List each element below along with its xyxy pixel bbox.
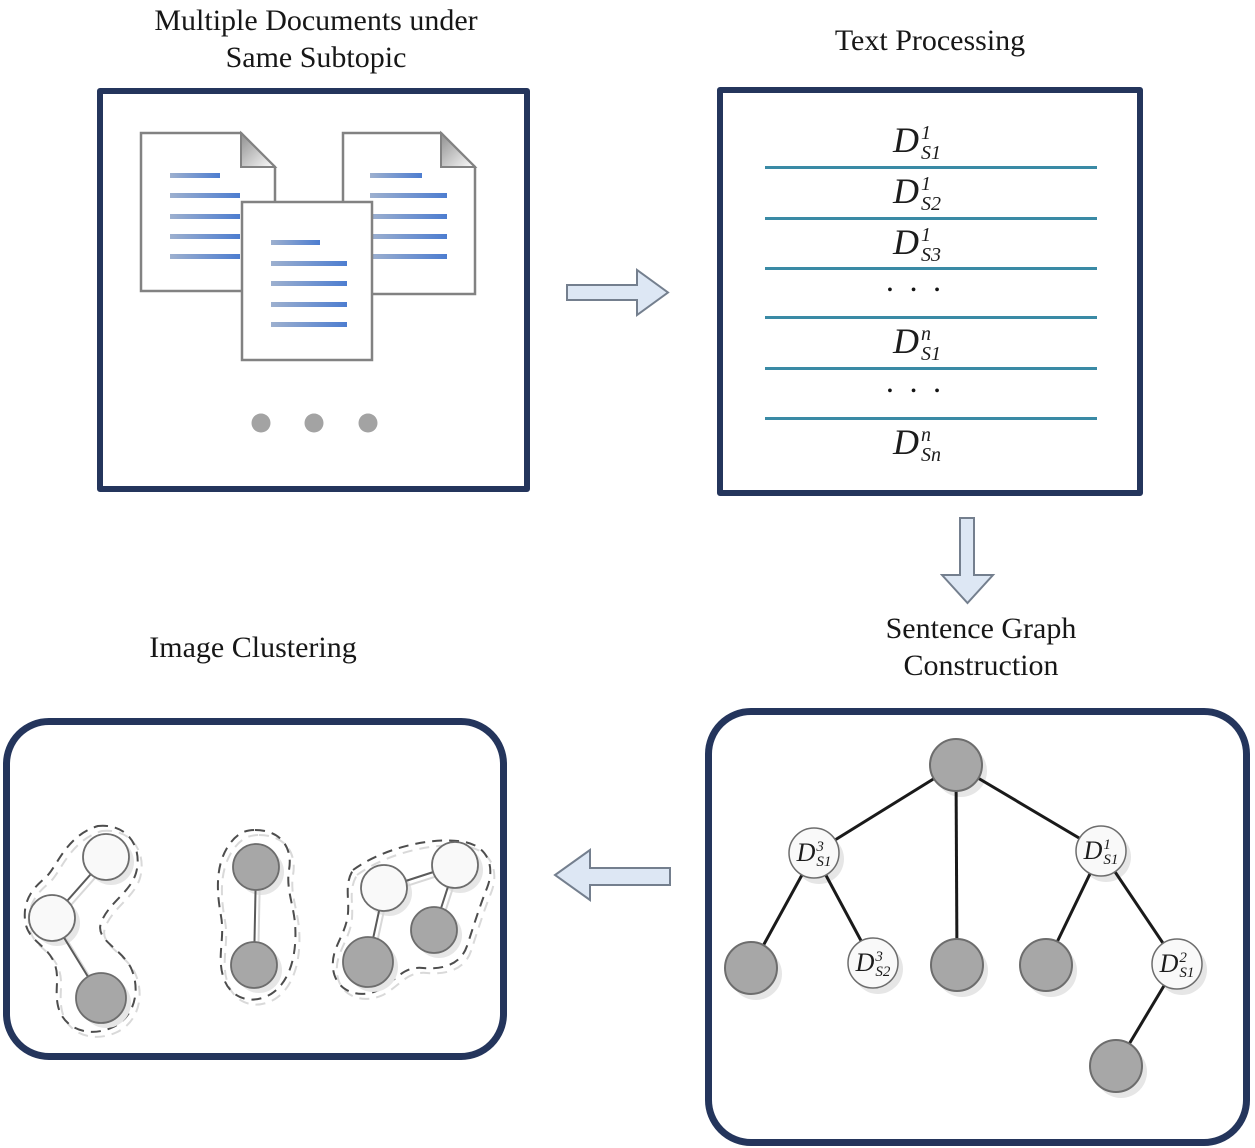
sentence-graph-title-line2: Construction xyxy=(903,649,1059,682)
ellipsis-dot xyxy=(358,413,378,433)
arrow-left-icon xyxy=(553,848,671,902)
arrow-right-icon xyxy=(566,268,670,317)
folded-corner-icon xyxy=(440,130,478,168)
text-line xyxy=(271,261,347,266)
text-line xyxy=(370,254,447,259)
text-line xyxy=(170,193,240,198)
text-line xyxy=(271,322,347,327)
documents-title-line2: Same Subtopic xyxy=(225,41,407,74)
text-line xyxy=(370,193,447,198)
folded-corner-icon xyxy=(240,130,278,168)
image-node xyxy=(82,833,130,881)
ellipsis-dot xyxy=(304,413,324,433)
sentence-node xyxy=(230,941,278,989)
ellipsis-text: • • • xyxy=(887,383,947,400)
image-node xyxy=(1075,825,1127,877)
image-node xyxy=(788,827,840,879)
separator-line xyxy=(765,166,1097,169)
cluster-nodes xyxy=(28,833,479,1024)
image-node xyxy=(28,894,76,942)
image-node xyxy=(847,937,899,989)
text-processing-title: Text Processing xyxy=(834,24,1026,57)
documents-panel xyxy=(97,88,530,492)
sentence-node xyxy=(232,843,280,891)
text-line xyxy=(170,173,220,178)
text-line xyxy=(170,234,240,239)
text-line xyxy=(170,214,240,219)
text-line xyxy=(370,234,447,239)
ellipsis-dot xyxy=(251,413,271,433)
sentence-node xyxy=(410,906,458,954)
sentence-graph-tree xyxy=(724,738,1207,1098)
text-line xyxy=(271,302,347,307)
sentence-node xyxy=(724,941,778,995)
image-clustering-panel xyxy=(3,718,507,1060)
text-line xyxy=(271,281,347,286)
separator-line xyxy=(765,217,1097,220)
image-node xyxy=(431,841,479,889)
image-clustering-title: Image Clustering xyxy=(149,631,357,664)
sentence-node xyxy=(930,938,984,992)
documents-illustration xyxy=(139,130,478,433)
cluster-outline-shadows xyxy=(27,829,496,1038)
sentence-node xyxy=(342,936,394,988)
text-line xyxy=(271,240,320,245)
separator-line xyxy=(765,417,1097,420)
arrow-down-icon xyxy=(940,517,996,605)
separator-line xyxy=(765,316,1097,319)
clusters-illustration xyxy=(23,824,496,1038)
separator-line xyxy=(765,367,1097,370)
ellipsis-text: • • • xyxy=(887,282,947,299)
sentence-graph-title: Sentence Graph Construction xyxy=(821,610,1141,684)
graph-edges xyxy=(749,763,1179,1067)
cluster-outlines xyxy=(23,824,492,1033)
node-shadows xyxy=(730,745,1207,1098)
graph-edge xyxy=(955,763,1102,853)
text-line xyxy=(170,254,240,259)
ellipsis-dots xyxy=(251,413,378,433)
sentence-graph-title-line1: Sentence Graph xyxy=(885,612,1077,645)
document-icon xyxy=(341,130,478,296)
sentence-node xyxy=(1089,1039,1143,1093)
separator-line xyxy=(765,267,1097,270)
graph-edge xyxy=(813,763,957,855)
documents-title: Multiple Documents under Same Subtopic xyxy=(96,2,536,76)
document-icon xyxy=(240,200,374,362)
cluster-outline xyxy=(331,839,492,995)
sentence-node xyxy=(75,972,127,1024)
text-line xyxy=(370,214,447,219)
image-node xyxy=(1151,938,1203,990)
graph-edge xyxy=(954,764,959,966)
graph-nodes xyxy=(724,738,1203,1093)
documents-title-line1: Multiple Documents under xyxy=(154,4,478,37)
image-node xyxy=(360,864,408,912)
text-line xyxy=(370,173,422,178)
sentence-node xyxy=(929,738,983,792)
sentence-node xyxy=(1019,938,1073,992)
